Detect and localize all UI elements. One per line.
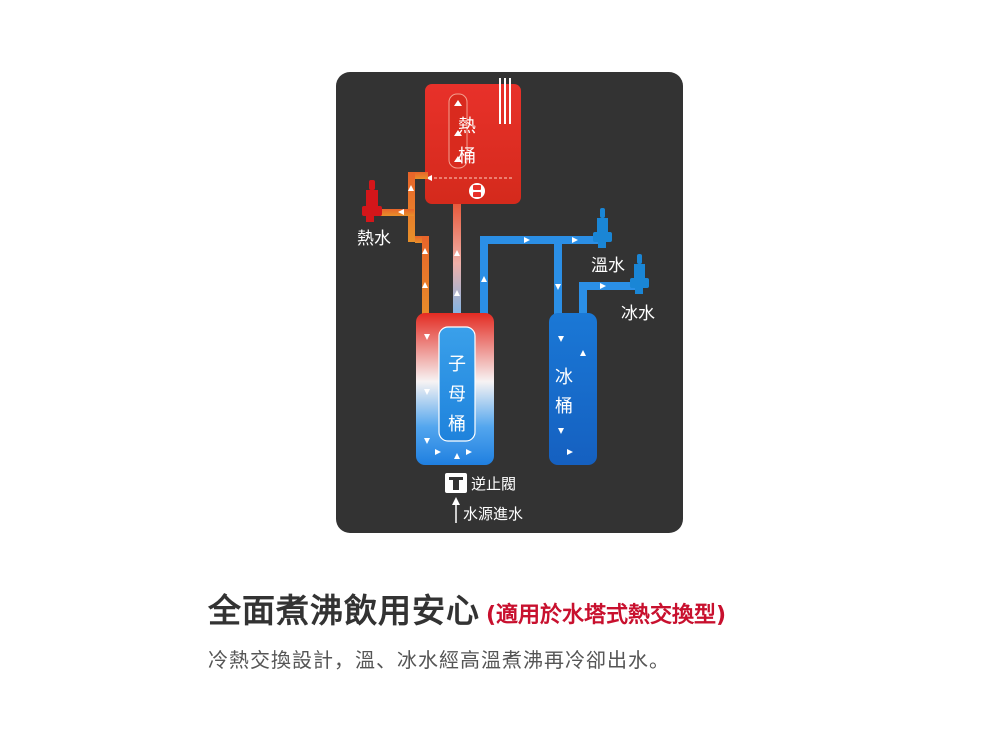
center-feed-pipe — [453, 204, 461, 322]
warm-water-label: 溫水 — [591, 256, 625, 276]
check-valve-icon — [445, 473, 467, 493]
hot-pipe-arrows — [398, 185, 428, 288]
water-inlet-label: 水源進水 — [463, 505, 523, 523]
center-pipe-arrows — [454, 250, 460, 296]
mother-tank-char-1: 子 — [448, 354, 466, 375]
ice-tank — [549, 313, 597, 465]
ice-water-label: 冰水 — [621, 304, 655, 324]
hot-tank-flow-arrows — [426, 100, 462, 181]
mother-tank-char-3: 桶 — [448, 414, 466, 435]
mother-tank-arrows — [424, 334, 472, 459]
warm-water-tap-icon — [593, 208, 612, 248]
ice-tank-char-2: 桶 — [555, 396, 573, 417]
hot-tank-char-2: 桶 — [458, 146, 476, 167]
ice-tank-arrows — [558, 336, 586, 455]
headline-sub: (適用於水塔式熱交換型) — [486, 603, 727, 628]
heater-element-icon — [469, 183, 485, 199]
mother-tank-char-2: 母 — [448, 384, 466, 405]
water-inlet-arrow-icon — [452, 497, 460, 523]
ice-water-tap-icon — [630, 254, 649, 294]
description: 冷熱交換設計，溫、冰水經高溫煮沸再冷卻出水。 — [208, 648, 670, 672]
hot-water-tap-icon — [362, 180, 382, 222]
hot-tank-char-1: 熱 — [458, 116, 476, 137]
mother-tank-inner — [438, 326, 476, 442]
ice-tank-char-1: 冰 — [555, 367, 573, 388]
heater-lines — [499, 78, 511, 124]
water-flow-diagram: 熱 桶 熱水 — [336, 72, 683, 533]
check-valve-label: 逆止閥 — [471, 475, 516, 493]
headline: 全面煮沸飲用安心(適用於水塔式熱交換型) — [208, 584, 726, 632]
hot-water-label: 熱水 — [357, 229, 391, 249]
hot-water-pipe — [376, 172, 429, 322]
headline-main: 全面煮沸飲用安心 — [208, 591, 480, 630]
